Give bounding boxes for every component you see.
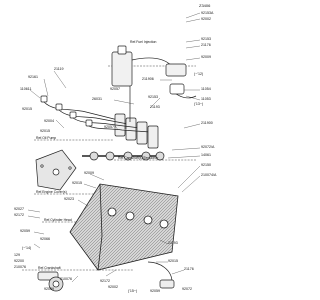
callout-from-13: ('13~) [194,102,203,106]
part-number: 92009 [201,55,211,59]
part-number: 92009 [44,287,54,291]
camshaft [82,151,165,161]
part-number: 92072 [182,287,192,291]
part-number: 14061 [201,153,211,157]
part-number: 92172 [14,213,24,217]
part-number: 21176 [201,43,211,47]
part-number: 21119 [54,67,63,71]
part-number: 92150 [201,163,211,167]
part-number: 92004 [44,119,54,123]
part-number: 92015 [22,107,32,111]
part-number: 92172 [100,279,110,283]
callout-until-14: (~'14) [22,246,31,250]
part-number: 211900 [201,121,213,125]
leader-lines [27,12,201,283]
part-number: 92009 [84,171,94,175]
part-number: 92153A [201,11,214,15]
part-number: 92059 [20,229,30,233]
part-number: 92015 [168,259,178,263]
part-number: 11053 [201,97,211,101]
part-number: 21193 [168,241,178,245]
part-number: 92200 [14,259,24,263]
parts-diagram: Z3406 [14,3,217,293]
ref-oil-pump: Ref.Oil Pump [36,136,56,140]
part-number: 21193 [150,105,160,109]
part-number: 210076 [14,265,26,269]
part-number-labels: 92153A 92002 92153 21176 92009 21119 921… [14,11,217,293]
crank-sensor [37,261,175,292]
cylinder-head [69,183,179,271]
part-number: 92066 [40,237,50,241]
part-number: 92023 [64,197,74,201]
part-number: 92002 [201,17,211,21]
part-number: 92002 [108,285,118,289]
ref-cylinder-head: Ref.Cylinder Head [44,218,72,222]
oil-pump-cover [35,149,77,191]
part-number: 92059 [150,289,160,293]
ref-camshafts-tensioner: Ref.Camshaft(s)/Tensioner [118,156,159,160]
ref-engine-covers: Ref.Engine Cover(s) [36,190,67,194]
part-number: 92072/A [201,145,215,149]
part-number: 211906 [142,77,154,81]
part-number: 92027 [14,207,24,211]
part-number: 92057 [104,125,114,129]
ignition-coils [40,95,159,149]
part-number: 92153 [201,37,211,41]
callout-until-12: (~'12) [194,72,203,76]
ref-crankshaft: Ref.Crankshaft [38,266,61,270]
part-number: 11054 [201,87,211,91]
part-number: 210074/A [201,173,217,177]
part-number: 110611 [20,87,31,91]
part-number: 21176 [184,267,194,271]
part-number: 92057 [110,87,120,91]
ref-fuel-injection: Ref.Fuel Injection [130,40,156,44]
part-number: 92153 [148,95,158,99]
part-number: 92161 [28,75,38,79]
part-number: 92015 [40,129,50,133]
part-number: 210076 [60,277,72,281]
part-number: 129 [14,253,20,257]
callout-from-15: ('15~) [128,289,137,293]
part-number: 26031 [92,97,102,101]
part-number: 92015 [72,181,82,185]
catalog-code: Z3406 [199,3,211,8]
wiring-bracket [111,45,197,122]
